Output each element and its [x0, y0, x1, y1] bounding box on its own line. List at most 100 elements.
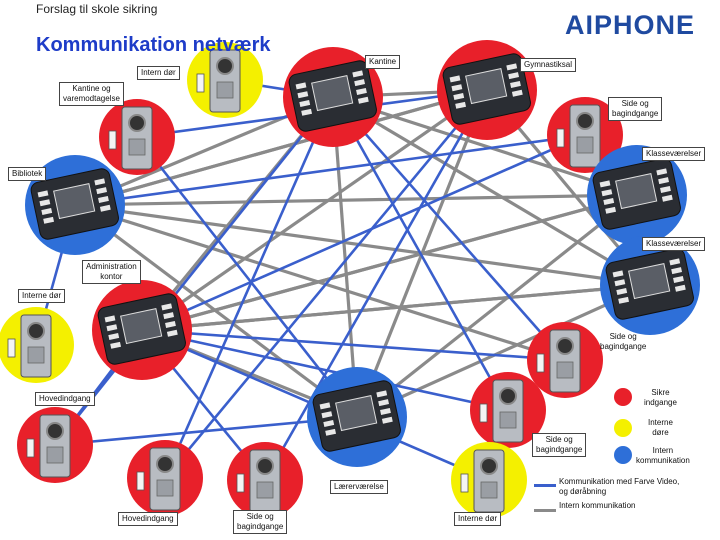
node-hovedindgang-left: [17, 407, 93, 483]
camera-lens: [480, 457, 498, 475]
label-intern-dor-top: Intern dør: [137, 66, 180, 80]
monitor-button: [301, 108, 313, 116]
monitor-button: [451, 84, 463, 92]
label-klasse-1: Klasseværelser: [642, 147, 706, 161]
monitor-button: [165, 320, 176, 328]
monitor-button: [674, 284, 686, 292]
label-line-1: Administration: [86, 262, 137, 271]
monitor-button: [321, 411, 333, 419]
monitor-button: [110, 341, 122, 349]
label-bibliotek: Bibliotek: [8, 167, 47, 181]
node-side-mid: [470, 372, 546, 448]
video-link-5: [263, 89, 489, 481]
speaker-grill: [480, 481, 498, 499]
legend-line-1: Intern: [652, 446, 674, 455]
legend-line-2: kommunikation: [636, 456, 690, 465]
speaker-grill: [216, 81, 234, 99]
monitor-button: [601, 189, 613, 197]
legend-line-1: Sikre: [651, 388, 670, 397]
label-klasse-2: Klasseværelser: [642, 237, 706, 251]
video-link-12: [135, 136, 359, 418]
monitor-button: [98, 195, 109, 203]
video-link-10: [141, 328, 566, 362]
camera-lens: [256, 457, 274, 475]
node-intern-dor-bottom: [451, 442, 527, 518]
legend-internal-door-label: Interne døre: [648, 418, 673, 438]
monitor-button: [658, 177, 670, 185]
intern-link-16: [356, 193, 638, 419]
node-kantine: [283, 47, 383, 147]
monitor-button: [163, 312, 175, 320]
node-kantine-varemodtagelse: [99, 99, 175, 175]
monitor-button: [357, 96, 369, 104]
label-administration: Administration kontor: [82, 260, 141, 284]
legend-intercom-label: Intern kommunikation: [636, 446, 690, 466]
node-side-top: [547, 97, 623, 173]
intern-link-8: [141, 88, 488, 332]
camera-lens: [576, 112, 594, 130]
video-link-9: [332, 96, 566, 361]
monitor-button: [671, 267, 683, 275]
monitor-button: [616, 288, 628, 296]
page-title: Kommunikation netværk: [36, 34, 271, 56]
monitor-button: [612, 270, 624, 278]
door-lock-icon: [236, 473, 245, 493]
monitor-screen: [120, 308, 163, 345]
monitor-button: [510, 80, 521, 88]
camera-lens: [499, 387, 517, 405]
label-line-1: Side og: [609, 332, 637, 341]
node-intern-dor-top: [187, 42, 263, 118]
label-line-2: varemodtagelse: [63, 94, 120, 103]
monitor-button: [323, 420, 335, 428]
speaker-grill: [46, 446, 64, 464]
monitor-screen: [465, 68, 508, 105]
legend-video-line: [534, 484, 556, 487]
label-line-2: bagindgange: [237, 522, 284, 531]
label-laerevaerelse: Lærerværelse: [330, 480, 388, 494]
camera-lens: [556, 337, 574, 355]
monitor-button: [94, 178, 106, 186]
label-side-mid: Side og bagindgange: [532, 433, 587, 457]
label-line-2: bagindgange: [536, 445, 583, 454]
label-side-top: Side og bagindgange: [608, 97, 663, 121]
monitor-button: [376, 390, 388, 398]
node-side-right: [527, 322, 603, 398]
monitor-button: [673, 275, 684, 283]
label-hovedindgang-left: Hovedindgang: [35, 392, 95, 406]
video-link-3: [163, 96, 335, 479]
speaker-grill: [556, 361, 574, 379]
video-link-8: [141, 328, 509, 412]
monitor-button: [656, 168, 668, 176]
speaker-grill: [499, 411, 517, 429]
monitor-screen: [615, 173, 658, 210]
legend-intercom-dot: [614, 446, 632, 464]
speaker-grill: [27, 346, 45, 364]
monitor-button: [599, 180, 611, 188]
aiphone-logo: AIPHONE: [565, 10, 696, 40]
monitor-button: [37, 190, 49, 198]
monitor-screen: [53, 183, 96, 220]
monitor-button: [41, 208, 53, 216]
camera-lens: [156, 455, 174, 473]
video-link-11: [141, 133, 586, 332]
label-interne-dor-left: Interne dør: [18, 289, 66, 303]
label-intern-dor-bottom: Interne dør: [454, 512, 502, 526]
camera-lens: [27, 322, 45, 340]
monitor-button: [354, 79, 366, 87]
monitor-button: [378, 399, 390, 407]
intern-link-11: [332, 95, 638, 197]
monitor-button: [352, 70, 364, 78]
monitor-button: [380, 407, 391, 415]
video-link-0: [53, 96, 335, 446]
monitor-button: [669, 258, 681, 266]
legend-line-1: Kommunikation med Farve Video,: [559, 477, 680, 486]
label-kantine-varemodtagelse: Kantine og varemodtagelse: [59, 82, 124, 106]
label-line-2: kontor: [100, 272, 123, 281]
door-lock-icon: [460, 473, 469, 493]
monitor-button: [453, 93, 465, 101]
legend-intern-label: Intern kommunikation: [559, 501, 636, 510]
slide-title: Forslag til skole sikring: [36, 2, 158, 16]
monitor-button: [43, 216, 55, 224]
door-lock-icon: [536, 353, 545, 373]
